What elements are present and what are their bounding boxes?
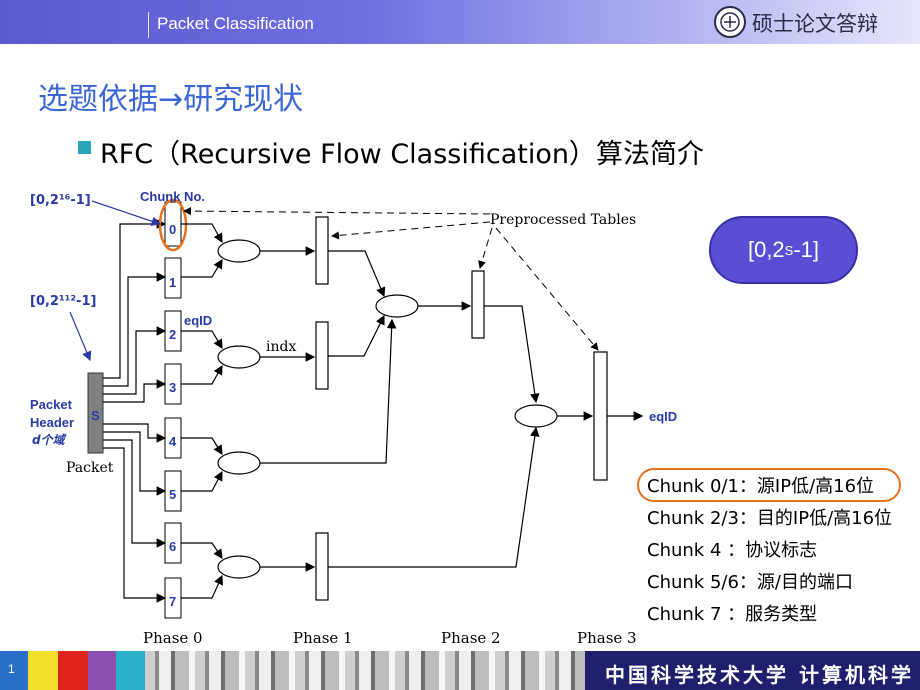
bullet-marker [78,141,91,154]
range-pill-sup: S [784,242,794,258]
chunk-legend: Chunk 0/1：源IP低/高16位 Chunk 2/3：目的IP低/高16位… [637,468,901,631]
legend-chunk: Chunk 0/1： [647,476,757,497]
rfc-diagram: S 0 1 2 3 4 5 6 7 [30,189,677,647]
footer-bar: 1 中国科学技术大学 计算机科学技术系 [0,651,920,690]
footer-swatch-yellow [28,651,58,690]
chunk-label-7: 7 [169,594,176,609]
legend-row: Chunk 7 ：服务类型 [647,599,892,631]
eqid-label-chunk2: eqID [184,313,212,328]
footer-swatch-blue [0,651,28,690]
indx-label: indx [266,339,296,355]
chunk-box-1 [164,257,182,299]
d-fields-label: d个域 [32,433,67,447]
chunk-label-0: 0 [169,222,176,237]
chunk-label-5: 5 [169,487,176,502]
phase0-combiner-4 [217,555,261,579]
legend-desc: 源/目的端口 [756,572,853,593]
phase1-table-1 [315,216,329,285]
packet-header-label-1: Packet [30,397,73,412]
chunk-boxes [164,201,182,619]
legend-desc: 协议标志 [745,540,818,561]
phase0-combiner-3 [217,451,261,475]
page-number: 1 [8,662,15,676]
defense-label: 硕士论文答辩 [752,12,878,36]
legend-desc: 源IP低/高16位 [756,476,875,497]
footer-photo-strip [145,651,585,690]
packet-label: Packet [66,460,114,476]
footer-swatch-red [58,651,88,690]
university-seal-icon [714,6,746,38]
chunk-label-1: 1 [169,275,176,290]
phase-label-2: Phase 2 [441,629,501,647]
footer-swatch-teal [116,651,145,690]
range-112-label: [0,2¹¹²-1] [30,294,96,309]
chunk-label-2: 2 [169,327,176,342]
phase0-combiner-2 [217,345,261,369]
chunk-no-label: Chunk No. [140,189,205,204]
phase3-table [593,351,608,481]
phase0-combiner-1 [217,239,261,263]
packet-header-bar [87,372,104,454]
legend-chunk: Chunk 4 ： [647,540,746,561]
legend-row: Chunk 5/6：源/目的端口 [647,567,892,599]
legend-row: Chunk 2/3：目的IP低/高16位 [647,503,892,535]
legend-desc: 目的IP低/高16位 [756,508,893,529]
legend-chunk: Chunk 2/3： [647,508,757,529]
legend-highlight [637,468,901,502]
phase2-combiner [514,404,558,428]
output-eqid-label: eqID [649,409,677,424]
range-pill-base: [0,2 [747,237,785,262]
phase-label-0: Phase 0 [143,629,203,647]
chunk-label-3: 3 [169,380,176,395]
slide-subtitle: RFC（Recursive Flow Classification）算法简介 [100,139,704,170]
legend-row: Chunk 0/1：源IP低/高16位 [647,471,892,503]
phase-label-3: Phase 3 [577,629,637,647]
phase2-table [471,270,485,339]
legend-chunk: Chunk 5/6： [647,572,757,593]
legend-row: Chunk 4 ：协议标志 [647,535,892,567]
slide-title: 选题依据→研究现状 [38,82,304,117]
range-16-label: [0,2¹⁶-1] [30,193,91,208]
legend-desc: 服务类型 [745,604,818,625]
header-divider [148,12,149,38]
legend-chunk: Chunk 7 ： [647,604,746,625]
phase-label-1: Phase 1 [293,629,353,647]
range-pill-tail: -1] [793,237,820,262]
chunk-label-6: 6 [169,539,176,554]
packet-s-label: S [91,408,100,423]
phase1-table-3 [315,532,329,601]
university-name: 中国科学技术大学 计算机科学技术系 [605,663,914,687]
header-bar: Packet Classification 硕士论文答辩 [0,0,920,44]
chunk-label-4: 4 [169,434,177,449]
footer-swatch-purple [88,651,116,690]
packet-header-label-2: Header [30,415,74,430]
phase1-table-2 [315,321,329,390]
course-title: Packet Classification [157,14,314,33]
preprocessed-tables-label: Preprocessed Tables [490,212,636,228]
phase1-combiner [375,294,419,318]
